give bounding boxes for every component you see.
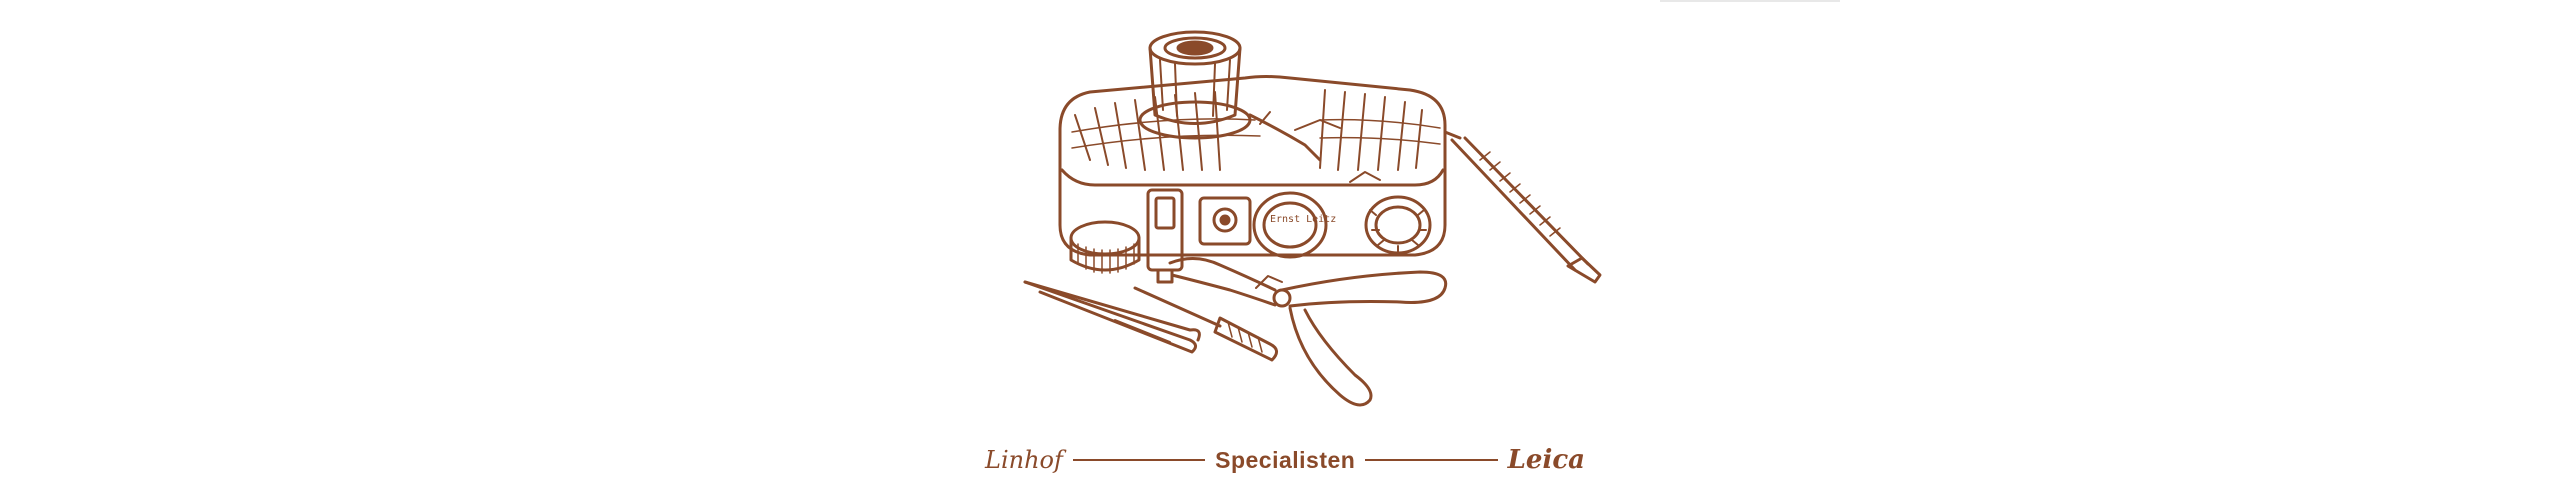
footer-center-text: Specialisten	[1215, 446, 1356, 473]
camera-engraving-text: Ernst Leitz	[1270, 214, 1336, 225]
scan-edge-mark	[1660, 0, 1840, 2]
linhof-logo: Linhof	[985, 446, 1063, 474]
tweezers-drawing	[1023, 280, 1201, 354]
pliers-drawing	[1168, 257, 1448, 407]
camera-drawing: Ernst Leitz	[1058, 30, 1447, 284]
footer-rule-right	[1365, 459, 1498, 461]
screwdriver-right-drawing	[1443, 130, 1602, 284]
camera-and-tools-illustration: Ernst Leitz	[1023, 30, 1602, 407]
footer-brand-line: Linhof Specialisten Leica	[985, 440, 1585, 480]
screwdriver-small-drawing	[1133, 286, 1278, 362]
leica-logo: Leica	[1507, 445, 1586, 475]
footer-rule-left	[1072, 459, 1206, 461]
